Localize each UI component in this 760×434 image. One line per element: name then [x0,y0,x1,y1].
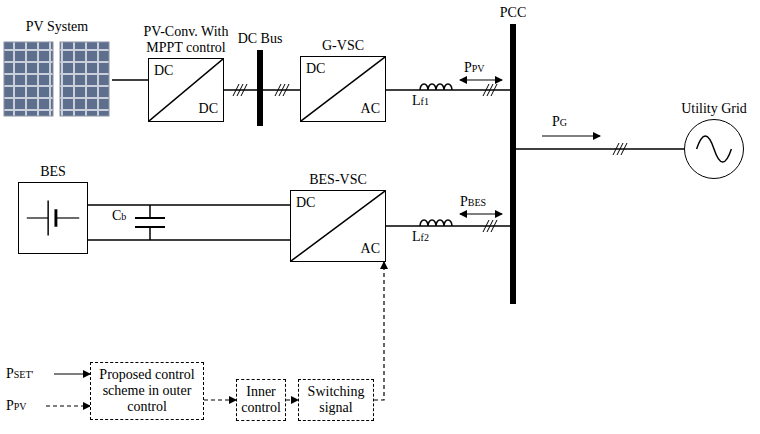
port-label: DC [199,101,218,117]
signal-label: Lf1 [412,93,429,110]
input-arrow [46,405,90,406]
node-heading: BES-VSC [309,172,367,188]
signal-label: Lf2 [412,229,429,246]
control-arrow [204,399,236,400]
inductor-symbol [420,220,452,226]
node-heading: BES [40,164,66,180]
capacitor-symbol [149,227,151,240]
node-heading: PV-Conv. With MPPT control [127,24,245,56]
bes-symbol [19,183,87,253]
power-line [386,89,510,91]
signal-label: PG [552,114,567,131]
power-line [386,225,510,227]
dc-bus-bar: DC Bus [257,50,263,126]
node-heading: PCC [500,5,526,21]
signal-label: PPV [6,398,27,415]
control-box: Inner control [236,379,286,421]
grid-symbol [685,120,743,178]
input-arrow [54,373,90,374]
control-label: Proposed control scheme in outer control [95,367,199,415]
node-heading: G-VSC [322,38,364,54]
power-line [516,148,684,150]
battery-box: BES [18,182,88,254]
node-heading: PV System [26,19,88,35]
port-label: DC [296,195,315,211]
control-label: Inner control [241,384,281,416]
signal-label: Cb [112,208,126,225]
grid-converter: G-VSCDCAC [300,56,386,122]
capacitor-symbol [135,217,165,219]
port-label: AC [361,241,380,257]
power-line [263,89,300,91]
power-flow-arrow [460,213,502,214]
signal-label: PSET' [6,366,33,383]
panel-symbol [2,38,112,120]
power-line [88,204,290,206]
dc-dc-converter: PV-Conv. With MPPT controlDCDC [148,58,224,122]
inductor-symbol [420,84,452,90]
control-label: Switching signal [303,384,369,416]
port-label: AC [361,101,380,117]
bes-converter: BES-VSCDCAC [290,190,386,262]
node-heading: DC Bus [238,31,283,47]
power-line [224,89,257,91]
pv-array: PV System [2,38,112,120]
node-heading: Utility Grid [681,101,747,117]
power-flow-arrow [542,135,600,136]
control-arrow [286,399,298,400]
power-line [112,79,148,81]
dc-rail [88,239,290,241]
control-box: Switching signal [298,379,374,421]
capacitor-symbol [149,205,151,218]
control-box: Proposed control scheme in outer control [90,362,204,420]
utility-grid: Utility Grid [684,119,744,179]
signal-label: PPV [464,60,485,77]
power-flow-arrow [460,79,502,80]
pcc-bus-bar: PCC [510,24,516,304]
control-arrow [374,262,384,400]
signal-label: PBES [460,194,486,211]
port-label: DC [154,63,173,79]
port-label: DC [306,61,325,77]
